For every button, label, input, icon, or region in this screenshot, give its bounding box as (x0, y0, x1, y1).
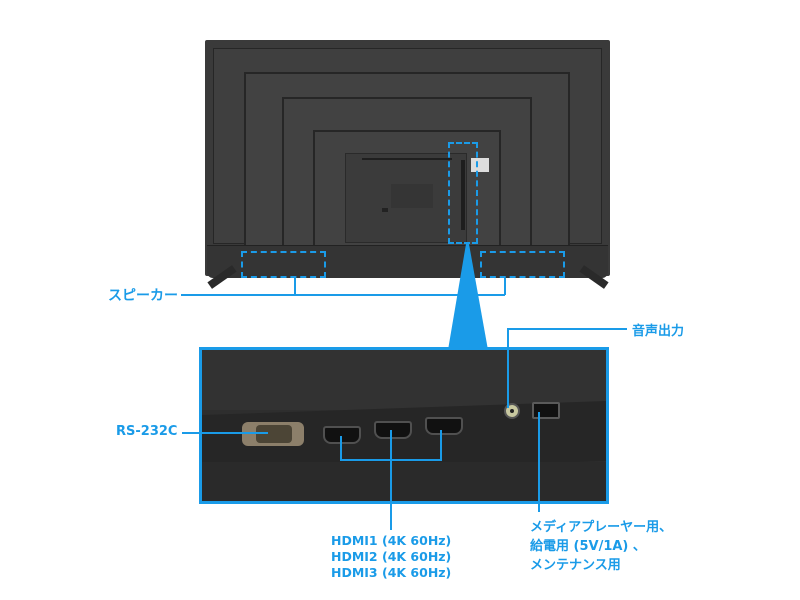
usb-label-line3: メンテナンス用 (530, 558, 621, 573)
usb-leader-vertical (538, 412, 540, 512)
rating-label (471, 158, 489, 172)
speaker-leader-line (181, 294, 505, 296)
usb-label-line2: 給電用 (5V/1A) 、 (530, 539, 646, 554)
connector-highlight (448, 142, 478, 244)
audio-leader-horizontal (507, 328, 627, 330)
vesa-mount-plate (345, 153, 467, 243)
speaker-left-highlight (241, 251, 326, 278)
audio-out-label: 音声出力 (632, 324, 685, 339)
tv-bottom-bar (207, 245, 608, 278)
speaker-left-tick (294, 278, 296, 295)
audio-leader-vertical (507, 328, 509, 408)
hdmi1-port (323, 426, 361, 444)
speaker-right-tick (504, 278, 506, 295)
hdmi-leader-left (340, 436, 342, 460)
hdmi-leader-right (440, 430, 442, 460)
speaker-right-highlight (480, 251, 565, 278)
speaker-label: スピーカー (108, 288, 178, 304)
connector-detail-panel (199, 347, 609, 504)
usb-label-line1: メディアプレーヤー用、 (530, 520, 673, 535)
zoom-wedge (448, 244, 488, 350)
rear-connector-strip (461, 160, 465, 230)
hdmi-labels: HDMI1 (4K 60Hz) HDMI2 (4K 60Hz) HDMI3 (4… (331, 533, 451, 581)
hdmi3-label: HDMI3 (4K 60Hz) (331, 565, 452, 580)
hdmi-leader-vertical (390, 430, 392, 530)
usb-port (532, 402, 560, 419)
hdmi1-label: HDMI1 (4K 60Hz) (331, 533, 452, 548)
hdmi2-port (374, 421, 412, 439)
rs232c-port (242, 422, 304, 446)
hdmi2-label: HDMI2 (4K 60Hz) (331, 549, 452, 564)
hdmi3-port (425, 417, 463, 435)
rs232c-label: RS-232C (116, 424, 178, 439)
rs232c-leader-line (182, 432, 268, 434)
usb-labels: メディアプレーヤー用、 給電用 (5V/1A) 、 メンテナンス用 (530, 518, 672, 575)
